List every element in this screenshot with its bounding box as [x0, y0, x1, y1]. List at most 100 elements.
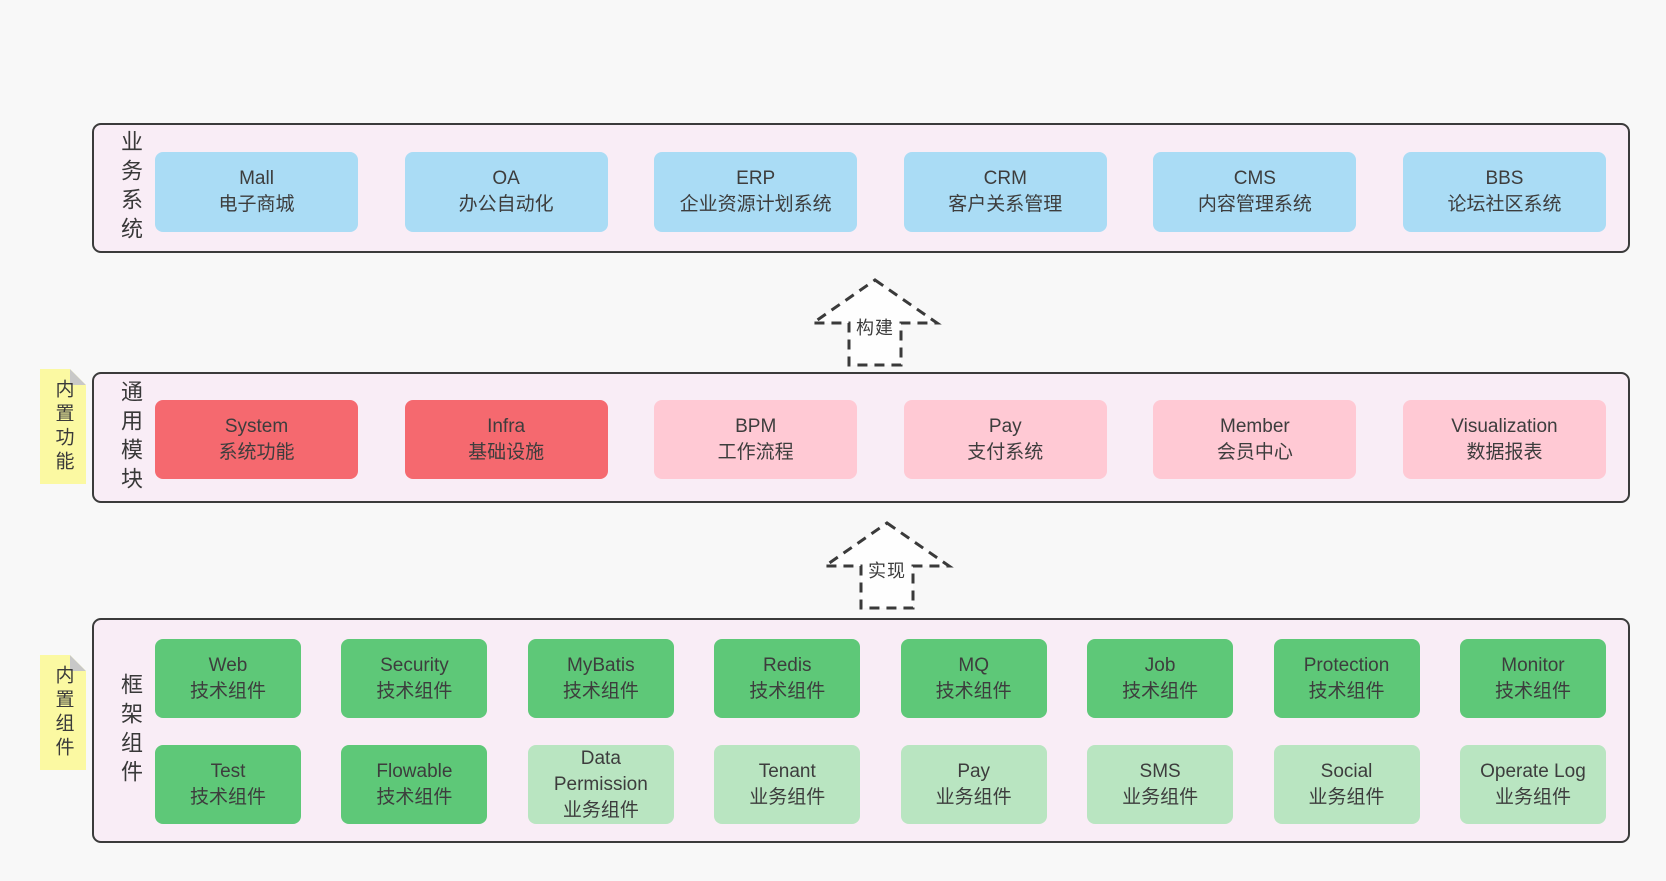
node-subtitle: 技术组件: [749, 680, 826, 702]
node-tenant: Tenant 业务组件: [714, 745, 861, 824]
node-subtitle: 业务组件: [562, 799, 639, 821]
build-arrow-label: 构建: [856, 318, 894, 338]
node-operate-log: Operate Log 业务组件: [1459, 745, 1606, 824]
node-title: Operate Log: [1480, 760, 1586, 782]
node-bpm: BPM 工作流程: [654, 400, 858, 479]
implement-arrow-label: 实现: [868, 561, 906, 581]
node-title: BPM: [735, 415, 777, 437]
node-subtitle: 技术组件: [376, 680, 453, 702]
node-title: Monitor: [1501, 654, 1565, 676]
node-mybatis: MyBatis 技术组件: [527, 639, 674, 718]
common-modules-nodes: System 系统功能 Infra 基础设施 BPM 工作流程 Pay 支付系统 Member 会…: [155, 400, 1606, 479]
node-title: BBS: [1485, 168, 1524, 189]
node-subtitle: 论坛社区系统: [1447, 194, 1562, 215]
node-title: Web: [208, 654, 248, 676]
node-title: OA: [492, 168, 520, 189]
node-subtitle: 内容管理系统: [1197, 194, 1312, 215]
node-title: Data Permission: [553, 747, 648, 795]
node-mq: MQ 技术组件: [900, 639, 1047, 718]
node-data-permission: Data Permission 业务组件: [527, 745, 674, 824]
node-subtitle: 技术组件: [1308, 680, 1385, 702]
node-subtitle: 支付系统: [967, 441, 1044, 463]
node-title: Protection: [1303, 654, 1390, 676]
node-pay: Pay 业务组件: [900, 745, 1047, 824]
node-member: Member 会员中心: [1153, 400, 1357, 479]
node-title: Pay: [988, 415, 1022, 437]
sticky-note-builtin-components: 内置组件: [40, 655, 86, 770]
node-bbs: BBS 论坛社区系统: [1402, 152, 1606, 232]
node-subtitle: 技术组件: [376, 786, 453, 808]
node-title: Mall: [239, 168, 274, 189]
node-system: System 系统功能: [155, 400, 358, 479]
node-title: SMS: [1139, 760, 1181, 782]
node-subtitle: 技术组件: [1122, 680, 1199, 702]
sticky-note-builtin-features: 内置功能: [40, 369, 86, 484]
node-title: Visualization: [1451, 415, 1558, 437]
node-subtitle: 业务组件: [1494, 786, 1571, 808]
up-arrow-icon: [820, 521, 954, 610]
build-arrow: 构建: [808, 277, 942, 369]
node-title: ERP: [736, 168, 776, 189]
node-redis: Redis 技术组件: [714, 639, 861, 718]
node-subtitle: 技术组件: [935, 680, 1012, 702]
node-title: MQ: [958, 654, 989, 676]
node-erp: ERP 企业资源计划系统: [654, 152, 858, 232]
business-systems-label: 业务系统: [118, 130, 143, 246]
node-subtitle: 客户关系管理: [948, 194, 1063, 215]
node-title: CRM: [983, 168, 1027, 189]
node-web: Web 技术组件: [155, 639, 301, 718]
node-title: CMS: [1233, 168, 1276, 189]
node-pay: Pay 支付系统: [903, 400, 1107, 479]
common-modules-container: 通用模块 System 系统功能 Infra 基础设施 BPM 工作流程 Pay 支付系统 Me…: [92, 372, 1630, 503]
node-subtitle: 技术组件: [562, 680, 639, 702]
node-subtitle: 企业资源计划系统: [679, 194, 832, 215]
node-title: Pay: [957, 760, 991, 782]
node-crm: CRM 客户关系管理: [903, 152, 1107, 232]
node-subtitle: 技术组件: [189, 786, 266, 808]
node-subtitle: 系统功能: [218, 441, 295, 463]
node-title: Tenant: [758, 760, 816, 782]
node-subtitle: 办公自动化: [458, 194, 554, 215]
up-arrow-icon: [808, 278, 942, 367]
node-protection: Protection 技术组件: [1273, 639, 1420, 718]
node-title: MyBatis: [567, 654, 635, 676]
node-oa: OA 办公自动化: [404, 152, 608, 232]
node-flowable: Flowable 技术组件: [341, 745, 488, 824]
node-subtitle: 业务组件: [935, 786, 1012, 808]
node-infra: Infra 基础设施: [404, 400, 608, 479]
node-subtitle: 工作流程: [717, 441, 794, 463]
node-title: Test: [210, 760, 246, 782]
node-security: Security 技术组件: [341, 639, 488, 718]
node-title: System: [224, 415, 289, 437]
node-title: Infra: [487, 415, 526, 437]
node-subtitle: 数据报表: [1466, 441, 1543, 463]
node-title: Social: [1320, 760, 1373, 782]
node-subtitle: 技术组件: [189, 680, 266, 702]
node-title: Security: [380, 654, 449, 676]
node-subtitle: 会员中心: [1216, 441, 1293, 463]
implement-arrow: 实现: [820, 520, 954, 612]
node-visualization: Visualization 数据报表: [1402, 400, 1606, 479]
node-subtitle: 业务组件: [1308, 786, 1385, 808]
sticky-note-text: 内置组件: [52, 664, 74, 761]
framework-components-label: 框架组件: [118, 672, 143, 789]
node-title: Flowable: [376, 760, 453, 782]
node-subtitle: 基础设施: [468, 441, 545, 463]
node-title: Job: [1144, 654, 1176, 676]
node-title: Redis: [762, 654, 812, 676]
sticky-note-text: 内置功能: [52, 378, 74, 475]
node-test: Test 技术组件: [155, 745, 301, 824]
node-cms: CMS 内容管理系统: [1153, 152, 1357, 232]
common-modules-label: 通用模块: [118, 379, 143, 496]
node-subtitle: 业务组件: [749, 786, 826, 808]
node-title: Member: [1220, 415, 1290, 437]
